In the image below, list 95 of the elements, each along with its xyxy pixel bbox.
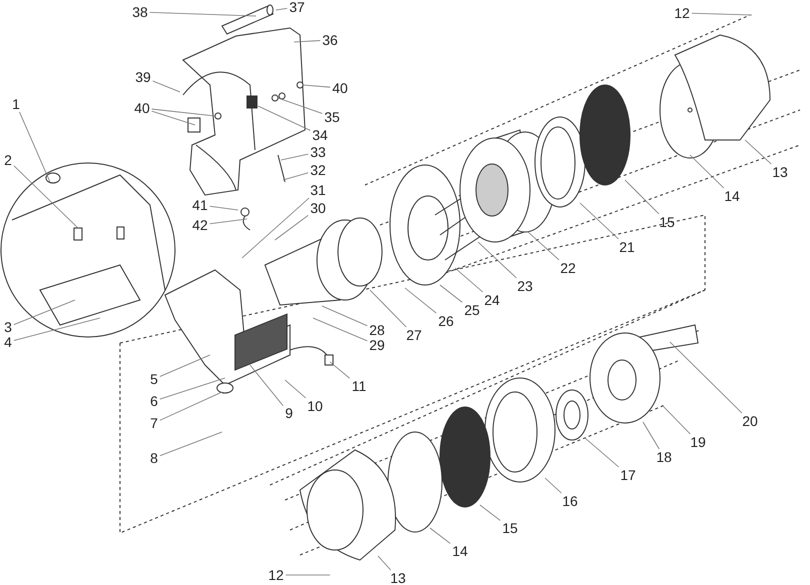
leader-line (151, 110, 196, 126)
callout-number: 27 (406, 327, 422, 343)
leader-line (404, 288, 437, 314)
callout-number: 36 (322, 32, 338, 48)
callout-number: 19 (690, 434, 706, 450)
callout-number: 40 (332, 80, 348, 96)
callout-number: 22 (560, 260, 576, 276)
callout-number: 3 (4, 319, 12, 335)
callout-number: 20 (742, 413, 758, 429)
callout-number: 13 (390, 570, 406, 585)
leader-line (149, 12, 256, 16)
callout-number: 12 (268, 567, 284, 583)
leader-line (454, 268, 484, 292)
leader-line (478, 242, 517, 278)
leader-line (276, 8, 288, 10)
callout-number: 39 (135, 69, 151, 85)
leader-line (14, 300, 76, 326)
leader-line (258, 106, 311, 131)
leader-line (480, 504, 501, 521)
leader-line (152, 80, 180, 92)
leader-line (160, 432, 222, 456)
callout-number: 13 (772, 164, 788, 180)
callout-number: 42 (192, 217, 208, 233)
leader-line (544, 478, 562, 494)
callout-number: 40 (134, 100, 150, 116)
callout-number: 10 (307, 398, 323, 414)
leader-line (274, 214, 309, 240)
leader-line (160, 354, 210, 377)
leader-line (440, 284, 463, 303)
callout-number: 35 (324, 109, 340, 125)
leader-line (278, 98, 323, 114)
callout-number: 29 (369, 337, 385, 353)
callout-number: 9 (285, 405, 293, 421)
leader-line (624, 180, 660, 214)
leader-line (430, 528, 451, 544)
callout-number: 14 (724, 188, 740, 204)
leader-line (690, 154, 724, 188)
callout-number: 15 (502, 520, 518, 536)
callout-number: 34 (312, 127, 328, 143)
leader-line (14, 318, 100, 341)
leader-line (282, 172, 309, 180)
leader-line (19, 112, 50, 182)
callout-number: 17 (620, 467, 636, 483)
leader-line (662, 404, 691, 434)
leader-line (370, 290, 407, 328)
callout-number: 18 (656, 449, 672, 465)
leader-line (14, 165, 78, 228)
callout-number: 33 (310, 144, 326, 160)
callout-number: 16 (562, 493, 578, 509)
leader-line (322, 306, 368, 326)
callout-number: 11 (352, 378, 366, 394)
callout-number: 25 (464, 302, 480, 318)
callout-number: 6 (150, 393, 158, 409)
leader-line (691, 12, 752, 16)
leader-line (160, 392, 222, 421)
callout-number: 12 (674, 5, 690, 21)
leader-line (209, 218, 248, 224)
leader-line (280, 154, 309, 160)
leader-line (294, 40, 321, 42)
leader-line (284, 380, 306, 398)
callout-number: 30 (310, 200, 326, 216)
callout-number: 15 (659, 214, 675, 230)
callout-number: 32 (310, 162, 326, 178)
leader-line (285, 574, 330, 576)
callout-number: 7 (150, 415, 158, 431)
leader-line (209, 206, 238, 210)
callout-number: 14 (452, 543, 468, 559)
leader-line (744, 140, 772, 164)
leader-line (670, 342, 742, 414)
leader-line (302, 84, 331, 88)
callout-number: 8 (150, 450, 158, 466)
callout-number: 21 (619, 239, 635, 255)
callout-number: 1 (12, 96, 20, 112)
leader-line (160, 378, 226, 400)
leader-line (378, 556, 392, 570)
leader-line (642, 422, 660, 450)
callout-number: 4 (4, 334, 12, 350)
leader-line (330, 362, 350, 379)
callout-number: 38 (132, 4, 148, 20)
callout-number: 28 (369, 322, 385, 338)
callout-number: 2 (4, 152, 12, 168)
leader-line (584, 438, 620, 468)
callout-number: 31 (310, 182, 326, 198)
leader-line (250, 364, 284, 406)
callout-number: 24 (484, 292, 500, 308)
leader-line (242, 198, 310, 258)
callout-number: 23 (517, 278, 533, 294)
leader-line (580, 202, 619, 240)
callout-number: 41 (192, 197, 208, 213)
callout-number: 26 (438, 313, 454, 329)
callout-number: 37 (289, 0, 305, 15)
leader-line (312, 318, 368, 342)
leader-line (528, 232, 560, 260)
callout-number: 5 (150, 371, 158, 387)
leader-line (151, 108, 216, 116)
